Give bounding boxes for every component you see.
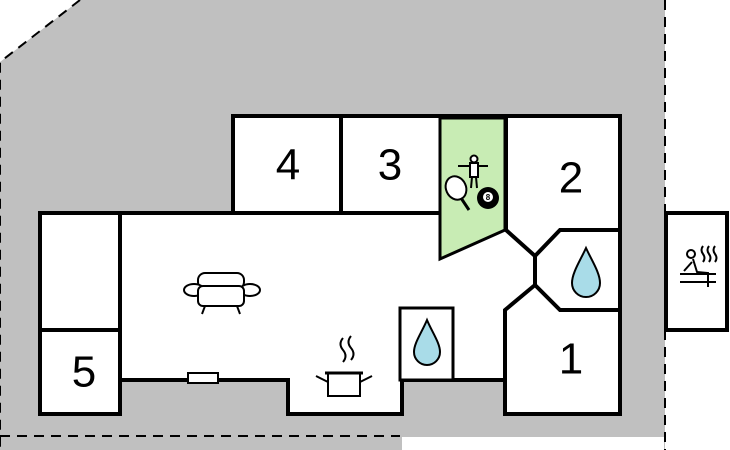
- room-label-4: 4: [276, 141, 300, 190]
- game-room: [438, 116, 507, 262]
- room-label-1: 1: [559, 335, 583, 384]
- billiard-ball-icon: 8: [477, 187, 499, 209]
- room-label-3: 3: [378, 141, 402, 190]
- lot-bottom-cut: [402, 437, 664, 450]
- window: [187, 372, 219, 384]
- cooking-pot-icon: [315, 335, 373, 397]
- wall-bath-bottom: [533, 283, 620, 312]
- water-drop-icon: [570, 245, 602, 298]
- billiard-ball-number: 8: [486, 193, 491, 202]
- room-label-5: 5: [72, 348, 96, 397]
- sofa-icon: [183, 272, 261, 315]
- room-label-2: 2: [559, 154, 583, 203]
- table-football-icon: [458, 154, 488, 189]
- table-tennis-icon: [444, 175, 471, 211]
- water-drop-icon: [412, 317, 442, 366]
- sauna-icon: [680, 245, 718, 287]
- wall-bath-top: [533, 228, 620, 258]
